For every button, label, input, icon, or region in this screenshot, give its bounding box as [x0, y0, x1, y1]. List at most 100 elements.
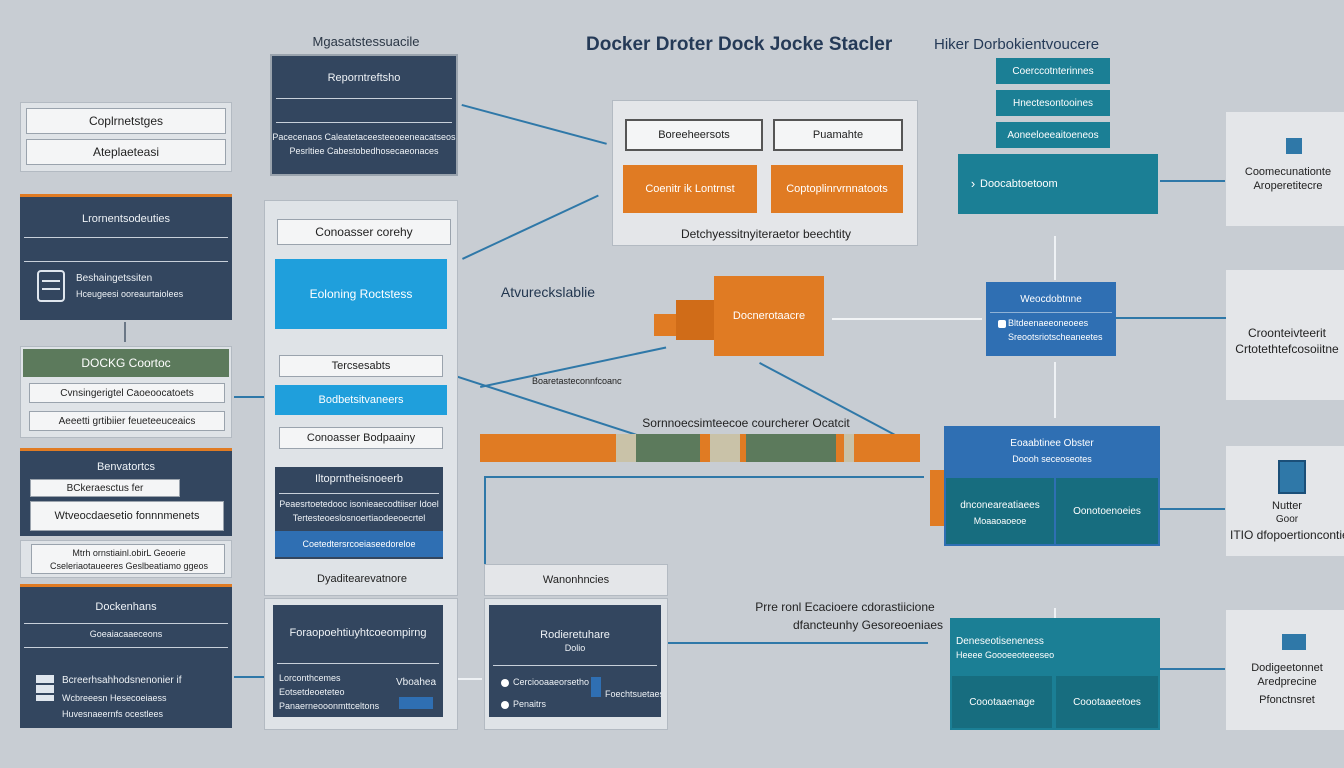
- center-box-footer: Detchyessitnyiteraetor beechtity: [680, 227, 852, 241]
- col2-bottom-badge-bar: [399, 697, 433, 709]
- col1-block5-sub: Goeaiacaaeceons: [89, 629, 163, 639]
- connector-line: [462, 194, 599, 260]
- col1-block3-row1[interactable]: BCkeraesctus fer: [30, 479, 180, 497]
- connector-line: [1160, 180, 1225, 182]
- connector-line: [1160, 668, 1225, 670]
- col2-bottom-panel: Foraopoehtiuyhtcoeompirng Lorconthcemes …: [264, 598, 458, 730]
- edge2-line1: Croonteivteerit: [1247, 326, 1327, 340]
- col3-row3: Foechtsuetaesseo: [605, 689, 661, 699]
- divider: [990, 312, 1112, 313]
- right-cluster-sub: Doooh seceoseotes: [1012, 454, 1092, 464]
- col1-block2-title: DOCKG Coortoc: [23, 349, 229, 377]
- col1-block4-line2: Cseleriaotaueeres Geslbeatiamo ggeos: [49, 561, 209, 571]
- connector-line: [668, 642, 928, 644]
- col1-block1-row2: Hceugeesi ooreaurtaiolees: [76, 289, 184, 299]
- col1-top-panel: Coplrnetstges Ateplaeteasi: [20, 102, 232, 172]
- col1-block4-box[interactable]: Mtrh ornstiainl.obirL Geoerie Cseleriaot…: [31, 544, 225, 574]
- col1-block1-title: Lrornentsodeuties: [81, 213, 171, 225]
- right-stack-item-0[interactable]: Coerccotnterinnes: [996, 58, 1110, 84]
- edge4-line1: Dodigeetonnet: [1251, 662, 1323, 674]
- edge-panel-4: Dodigeetonnet Aredprecine Pfonctnsret: [1226, 610, 1344, 730]
- col1-block1-row1: Beshaingetssiten: [76, 273, 153, 284]
- center-orange2[interactable]: Coptoplinrvrnnatoots: [771, 165, 903, 213]
- dot-icon: [501, 701, 509, 709]
- col2-top-title: Reporntreftsho: [327, 72, 401, 84]
- col2-label2[interactable]: Tercsesabts: [279, 355, 443, 377]
- col2-blue1[interactable]: Eoloning Roctstess: [275, 259, 447, 329]
- col1-block4-line1: Mtrh ornstiainl.obirL Geoerie: [72, 548, 186, 558]
- divider: [276, 122, 452, 123]
- right-bottom-cell2[interactable]: Coootaaeetoes: [1056, 676, 1158, 728]
- col2-bottom-badge: Vboahea: [395, 677, 437, 688]
- center-btn1[interactable]: Boreeheersots: [625, 119, 763, 151]
- col2-inner-line1: Peaesrtoetedooc isonieaecodtiiser Idoel: [279, 499, 439, 509]
- col3-sub: Dolio: [564, 643, 586, 653]
- edge1-line2: Aroperetitecre: [1253, 180, 1323, 192]
- connector-line: [832, 318, 982, 320]
- col2-bottom-title: Foraopoehtiuyhtcoeompirng: [289, 627, 427, 639]
- header-subtitle-left: Mgasatstessuacile: [312, 34, 420, 49]
- lock-icon: [998, 320, 1006, 328]
- right-cluster-cell1-label: dnconeareatiaees: [960, 500, 1040, 511]
- col3-row2: Penaitrs: [513, 699, 547, 709]
- col1-block5-row3: Huvesnaeernfs ocestlees: [62, 709, 164, 719]
- right-cluster-title: Eoaabtinee Obster: [1010, 438, 1094, 449]
- right-cluster-cell2[interactable]: Oonotoenoeies: [1056, 478, 1158, 544]
- right-stack-item-2[interactable]: Aoneeloeeaitoeneos: [996, 122, 1110, 148]
- edge3-line2: Goor: [1275, 514, 1299, 525]
- connector-line: [124, 322, 126, 342]
- col2-inner-line2: Tertesteoeslosnoertiaodeeoecrtel: [292, 513, 426, 523]
- col1-block2: DOCKG Coortoc Cvnsingerigtel Caoeoocatoe…: [20, 346, 232, 438]
- cube-icon: [1286, 138, 1302, 154]
- col2-label1[interactable]: Conoasser corehy: [277, 219, 451, 245]
- right-orange-tab: [930, 470, 948, 526]
- edge1-line1: Coomecunationte: [1244, 166, 1332, 178]
- edge4-line3: Pfonctnsret: [1259, 694, 1315, 706]
- divider: [24, 647, 228, 648]
- col3-header: Wanonhncies: [484, 564, 668, 596]
- connector-line: [1054, 362, 1056, 418]
- col2-inner-block: Iltoprntheisnoeerb Peaesrtoetedooc isoni…: [275, 467, 443, 559]
- col1-top-line1[interactable]: Coplrnetstges: [26, 108, 226, 134]
- divider: [24, 237, 228, 238]
- col1-block3-row2[interactable]: Wtveocdaesetio fonnnmenets: [30, 501, 224, 531]
- col3-block: Rodieretuhare Dolio Cerciooaaeorsetho Pe…: [489, 605, 661, 717]
- chevron-right-icon: ›: [970, 176, 976, 191]
- col2-inner-bar[interactable]: Coetedtersrcoeiaseedoreloe: [275, 531, 443, 557]
- connector-line: [1054, 608, 1056, 620]
- stripe-seg: [844, 434, 854, 462]
- divider: [24, 623, 228, 624]
- col1-block5: Dockenhans Goeaiacaaeceons Bcreerhsahhod…: [20, 584, 232, 728]
- center-orange1[interactable]: Coenitr ik Lontrnst: [623, 165, 757, 213]
- right-deploy-block[interactable]: › Doocabtoetoom: [958, 154, 1158, 214]
- edge-panel-3: Nutter Goor ITIO dfopoertioncontie: [1226, 446, 1344, 556]
- edge4-line2: Aredprecine: [1257, 676, 1317, 688]
- col1-block2-row1[interactable]: Cvnsingerigtel Caoeoocatoets: [29, 383, 225, 403]
- center-orange-block[interactable]: Docnerotaacre: [714, 276, 824, 356]
- connector-line: [446, 678, 482, 680]
- col1-block2-row2[interactable]: Aeeetti grtibiier feueteeuceaics: [29, 411, 225, 431]
- center-btn2[interactable]: Puamahte: [773, 119, 903, 151]
- col1-top-line2[interactable]: Ateplaeteasi: [26, 139, 226, 165]
- device-icon: [591, 677, 601, 697]
- right-bottom-row2: Heeee Goooeeoteeeseo: [956, 650, 1055, 660]
- col1-block5-row1: Bcreerhsahhodsnenonier if: [62, 675, 182, 686]
- center-box: Boreeheersots Puamahte Coenitr ik Lontrn…: [612, 100, 918, 246]
- page-title: Docker Droter Dock Jocke Stacler: [586, 34, 893, 55]
- col2-bottom-row3: Panaerneooonmttceltons: [279, 701, 380, 711]
- edge3-line3: ITIO dfopoertioncontie: [1230, 528, 1344, 542]
- right-bottom-block[interactable]: Deneseotiseneness Heeee Goooeeoteeeseo C…: [950, 618, 1160, 730]
- right-cluster-block[interactable]: Eoaabtinee Obster Doooh seceoseotes dnco…: [944, 426, 1160, 546]
- col2-blue2[interactable]: Bodbetsitvaneers: [275, 385, 447, 415]
- col2-container-panel: Conoasser corehy Eoloning Roctstess Terc…: [264, 200, 458, 596]
- col2-inner-title: Iltoprntheisnoeerb: [314, 473, 404, 485]
- divider: [276, 98, 452, 99]
- right-stack-item-1[interactable]: Hnectesontooines: [996, 90, 1110, 116]
- right-cluster-cell1[interactable]: dnconeareatiaees Moaaoaoeoe: [946, 478, 1054, 544]
- cubes-icon: [1282, 634, 1306, 650]
- right-bottom-cell1[interactable]: Coootaaenage: [952, 676, 1052, 728]
- right-bottom-row1: Deneseotiseneness: [956, 636, 1044, 647]
- connector-line: [484, 476, 486, 566]
- right-mid-block[interactable]: Weocdobtnne Bltdeenaeeoneoees Sreootsrio…: [986, 282, 1116, 356]
- col2-label3[interactable]: Conoasser Bodpaainy: [279, 427, 443, 449]
